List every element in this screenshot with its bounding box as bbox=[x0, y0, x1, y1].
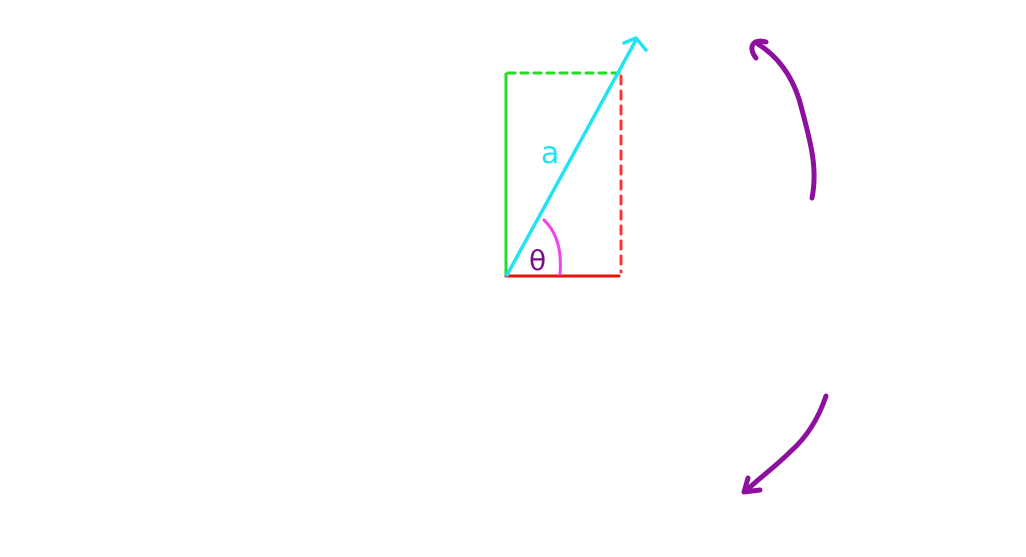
angle-label: θ bbox=[529, 244, 546, 277]
vector-a-arrowhead bbox=[622, 36, 648, 52]
curved-arrow-up-icon bbox=[749, 38, 817, 201]
angle-arc bbox=[542, 218, 562, 276]
curved-arrow-down-icon bbox=[741, 393, 829, 495]
vector-a bbox=[505, 38, 638, 277]
vector-label: a bbox=[541, 136, 559, 171]
